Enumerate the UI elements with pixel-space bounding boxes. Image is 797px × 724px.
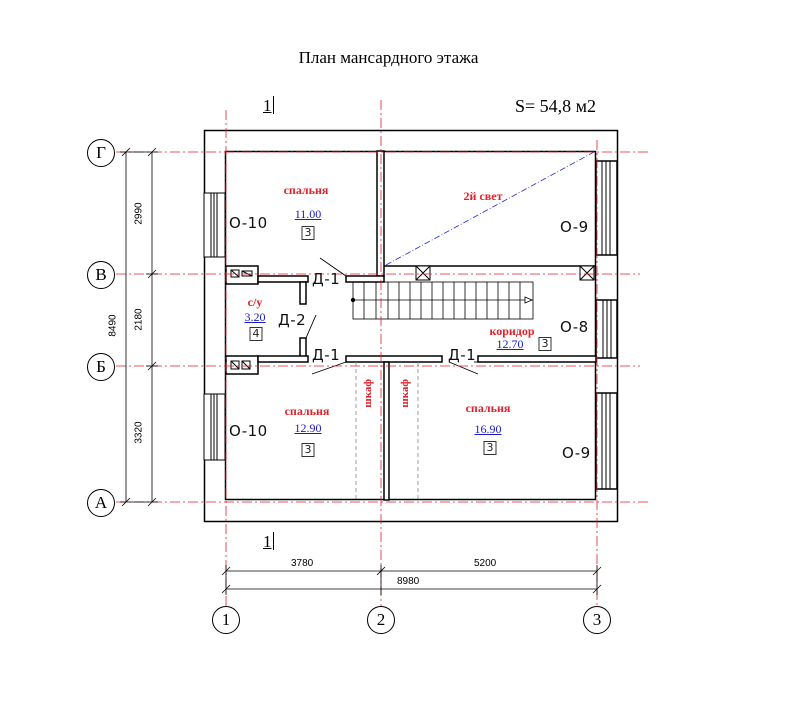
vertical-dimension-lines (120, 147, 158, 507)
column-marks (415, 265, 595, 281)
room-name-bedroom-3: спальня (465, 401, 511, 415)
room-name-corridor: коридор (489, 324, 535, 338)
dim-3320: 3320 (133, 421, 145, 444)
window-right-bottom (595, 392, 618, 490)
axis-bubble-a: А (87, 489, 115, 517)
axis-bubble-3: 3 (583, 606, 611, 634)
room-name-bedroom-1: спальня (283, 183, 329, 197)
dim-8490: 8490 (107, 314, 119, 337)
door-mark-d1-top: Д-1 (312, 270, 341, 288)
window-mark-o9-bottom: O-9 (562, 444, 591, 462)
door-mark-d2: Д-2 (278, 311, 307, 329)
section-mark-top: 1 (263, 96, 274, 115)
dim-5200: 5200 (474, 558, 497, 569)
total-area-label: S= 54,8 м2 (515, 96, 597, 116)
window-right-middle (595, 299, 618, 359)
outer-wall (203, 129, 619, 523)
room-area-bedroom-2: 12.90 (294, 421, 322, 435)
window-left-bottom (203, 393, 226, 461)
closet-lines (355, 362, 419, 500)
door-swings (305, 257, 479, 375)
window-left-top (203, 192, 226, 258)
room-area-bathroom: 3.20 (244, 310, 266, 324)
staircase (350, 281, 534, 320)
window-mark-o9-top: O-9 (560, 218, 589, 236)
closet-label-left: шкаф (362, 379, 374, 408)
second-light-diagonal (385, 151, 595, 266)
room-name-second-light: 2й свет (463, 189, 503, 203)
axis-bubble-2: 2 (367, 606, 395, 634)
axis-bubble-b: Б (87, 353, 115, 381)
room-class-corridor: 3 (538, 337, 552, 351)
door-mark-d1-bottom-right: Д-1 (448, 346, 477, 364)
room-area-bedroom-3: 16.90 (474, 422, 502, 436)
room-name-bathroom: с/у (247, 295, 263, 309)
axis-bubble-v: В (87, 261, 115, 289)
vent-shafts (230, 269, 253, 370)
room-class-bedroom-3: 3 (483, 441, 497, 455)
axis-bubble-g: Г (87, 139, 115, 167)
room-area-corridor: 12.70 (496, 337, 524, 351)
window-mark-o10-top: O-10 (229, 214, 268, 232)
dim-2180: 2180 (133, 308, 145, 331)
window-right-top (595, 160, 618, 256)
plan-title: План мансардного этажа (298, 48, 479, 67)
horizontal-dimension-lines (221, 565, 602, 595)
room-class-bedroom-1: 3 (301, 226, 315, 240)
room-class-bedroom-2: 3 (301, 443, 315, 457)
room-name-bedroom-2: спальня (284, 404, 330, 418)
room-class-bathroom: 4 (249, 327, 263, 341)
dim-8980: 8980 (397, 576, 420, 587)
section-mark-bottom: 1 (263, 532, 274, 551)
dim-3780: 3780 (291, 558, 314, 569)
door-mark-d1-bottom-left: Д-1 (312, 346, 341, 364)
window-mark-o8: O-8 (560, 318, 589, 336)
axis-bubble-1: 1 (212, 606, 240, 634)
room-area-bedroom-1: 11.00 (294, 207, 322, 221)
closet-label-right: шкаф (399, 379, 411, 408)
window-mark-o10-bottom: O-10 (229, 422, 268, 440)
axis-lines (116, 100, 650, 608)
dim-2990: 2990 (133, 202, 145, 225)
